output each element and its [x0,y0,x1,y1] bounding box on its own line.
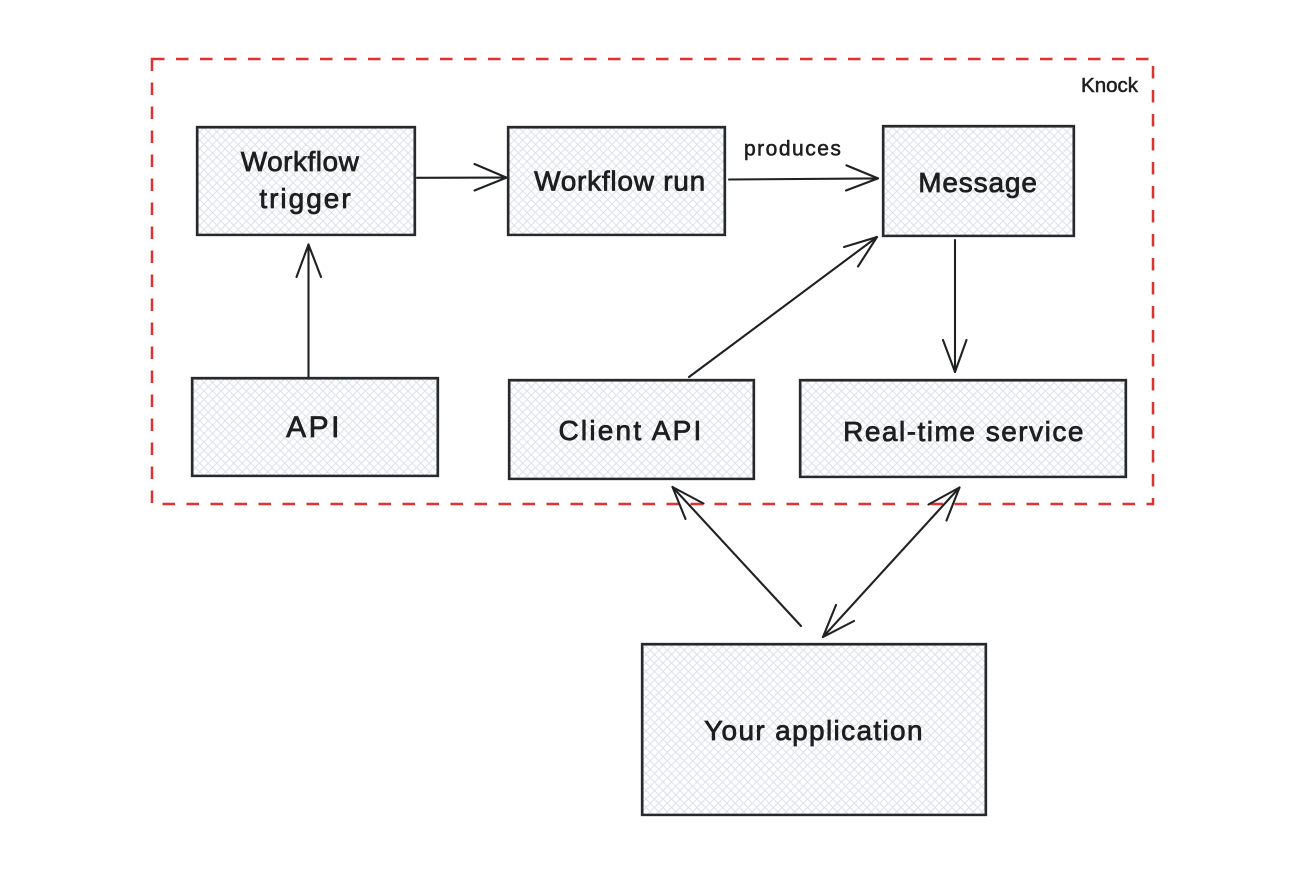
svg-text:Real-time service: Real-time service [843,416,1085,447]
svg-text:API: API [286,411,342,444]
svg-text:Workflow: Workflow [241,146,360,177]
svg-text:Your application: Your application [704,715,924,746]
svg-text:Client API: Client API [559,415,704,446]
svg-text:Message: Message [918,167,1038,198]
svg-text:Knock: Knock [1081,74,1139,97]
svg-text:Workflow run: Workflow run [534,166,706,197]
svg-text:produces: produces [744,138,842,161]
svg-text:trigger: trigger [259,183,352,214]
